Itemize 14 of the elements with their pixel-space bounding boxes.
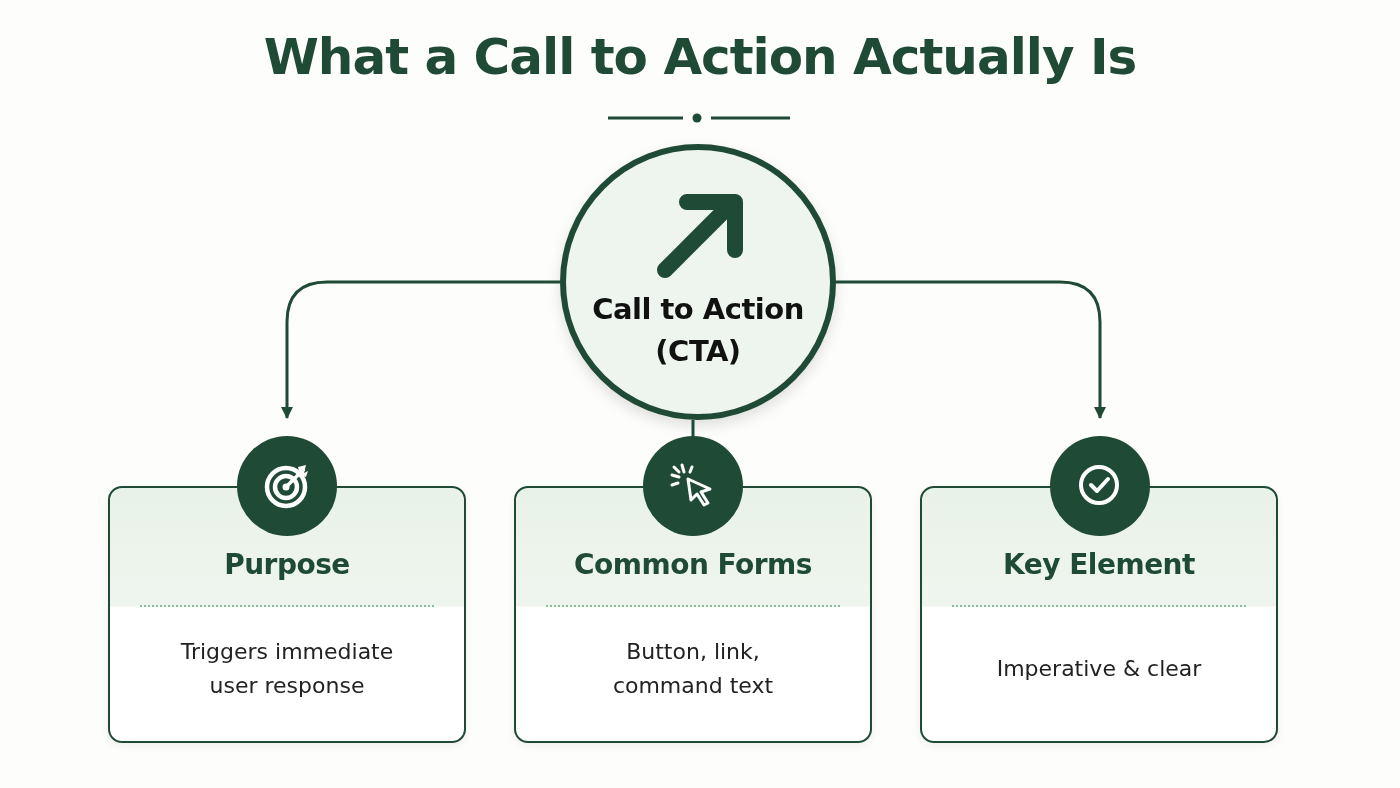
card-text: Button, link, command text [611, 637, 775, 700]
info-card [514, 486, 872, 743]
info-card [920, 486, 1278, 743]
card-heading: Purpose [224, 548, 350, 581]
connector-line [691, 420, 695, 436]
cta-label: Call to Action (CTA) [591, 291, 805, 371]
card-text: Triggers immediate user response [179, 637, 395, 700]
arrow [281, 280, 560, 419]
title: What a Call to Action Actually Is [263, 28, 1137, 86]
card-heading: Key Element [1003, 548, 1195, 581]
info-card [108, 486, 466, 743]
card-text: Imperative & clear [995, 654, 1203, 683]
card-heading: Common Forms [574, 548, 812, 581]
arrow [836, 280, 1106, 419]
